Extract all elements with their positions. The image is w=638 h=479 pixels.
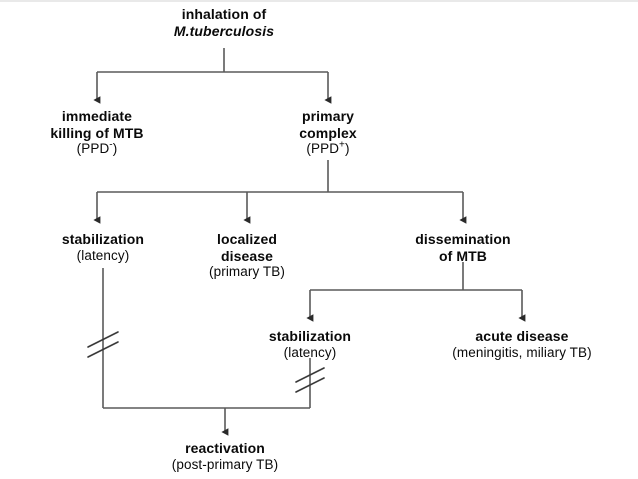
node-localized-disease-sub: (primary TB)	[209, 264, 285, 280]
node-acute-disease-line1: acute disease	[475, 328, 569, 344]
top-border-divider	[0, 0, 638, 2]
node-stabilization-left-line1: stabilization	[61, 231, 145, 247]
break-mark-mid-lower	[295, 377, 325, 393]
node-immediate-killing-line1: immediate	[61, 108, 133, 124]
break-mark-left-upper	[87, 331, 119, 348]
ppd-neg-close: )	[112, 141, 118, 157]
node-primary-complex-line1: primary	[301, 108, 355, 124]
node-reactivation-line1: reactivation	[185, 440, 265, 456]
node-dissemination-line1: dissemination	[415, 231, 511, 247]
node-dissemination: dissemination of MTB	[383, 231, 543, 264]
node-acute-disease: acute disease (meningitis, miliary TB)	[424, 328, 620, 360]
node-inhalation: inhalation of M.tuberculosis	[134, 6, 314, 39]
node-dissemination-line2: of MTB	[438, 247, 488, 264]
ppd-neg-sign: -	[109, 139, 113, 151]
node-immediate-killing-line2: killing of MTB	[50, 124, 144, 141]
ppd-neg-open: (PPD	[76, 141, 110, 157]
break-mark-mid-upper	[295, 367, 325, 383]
node-immediate-killing: immediate killing of MTB (PPD-)	[17, 108, 177, 157]
node-localized-disease-line1: localized	[216, 231, 278, 247]
node-immediate-killing-ppd: (PPD-)	[17, 139, 177, 157]
node-reactivation-sub: (post-primary TB)	[171, 456, 279, 472]
node-localized-disease-line2: disease	[220, 247, 274, 264]
ppd-pos-close: )	[345, 141, 350, 157]
node-inhalation-line2: M.tuberculosis	[173, 22, 275, 39]
node-stabilization-left-sub: (latency)	[76, 247, 130, 263]
node-stabilization-mid: stabilization (latency)	[230, 328, 390, 360]
node-reactivation: reactivation (post-primary TB)	[140, 440, 310, 472]
node-primary-complex-line2: complex	[299, 124, 357, 141]
node-primary-complex: primary complex (PPD+)	[258, 108, 398, 157]
node-stabilization-left: stabilization (latency)	[23, 231, 183, 263]
node-stabilization-mid-sub: (latency)	[283, 344, 337, 360]
node-inhalation-line1: inhalation of	[181, 6, 267, 22]
break-mark-left-lower	[87, 341, 119, 358]
node-acute-disease-sub: (meningitis, miliary TB)	[452, 344, 592, 360]
ppd-pos-open: (PPD	[306, 141, 340, 157]
node-primary-complex-ppd: (PPD+)	[258, 139, 398, 157]
node-localized-disease: localized disease (primary TB)	[177, 231, 317, 280]
node-stabilization-mid-line1: stabilization	[268, 328, 352, 344]
ppd-pos-sign: +	[339, 139, 345, 151]
